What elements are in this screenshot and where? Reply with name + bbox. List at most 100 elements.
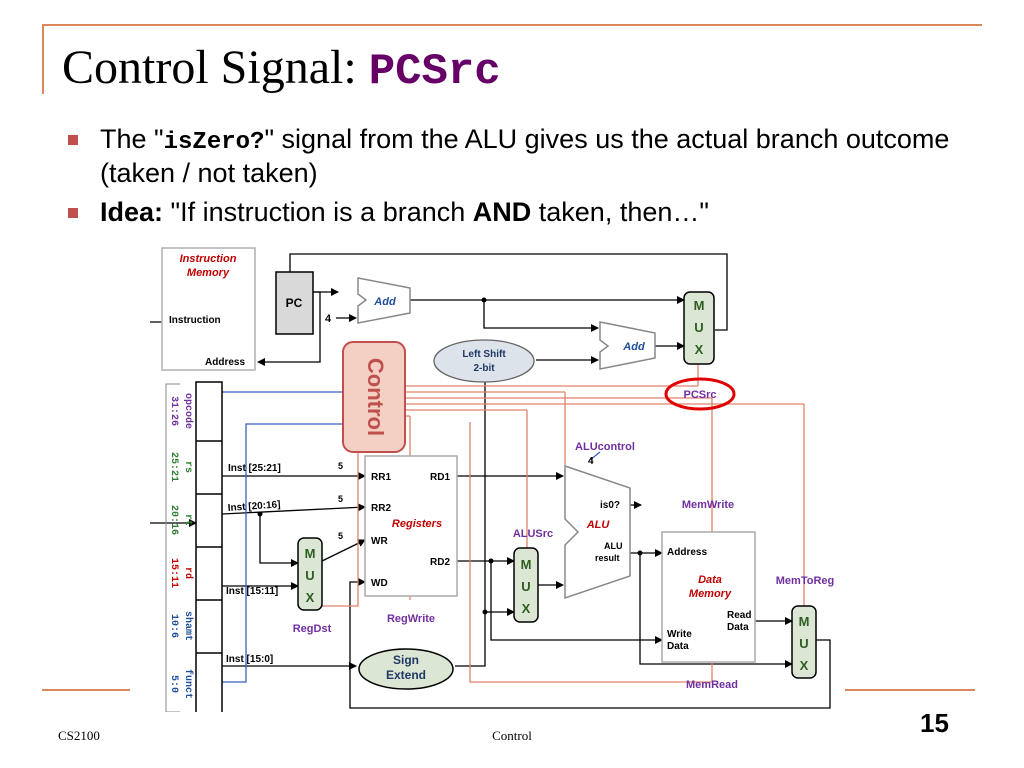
control-unit	[342, 341, 406, 453]
data-memory-label-line1: Data	[698, 574, 722, 586]
field-name-rt: rt	[182, 514, 193, 526]
bullet-1-post: " signal from the ALU gives us the actua…	[100, 124, 950, 188]
regdst-mux	[297, 537, 323, 611]
alu-unit	[564, 464, 631, 600]
bus-width-rr2: 5	[338, 494, 343, 504]
bottom-rule-left	[42, 689, 130, 691]
alucontrol-bits-label: 4	[588, 456, 594, 467]
alusrc-mux-x: X	[522, 601, 531, 616]
is0-label: is0?	[600, 500, 620, 511]
data-memory	[661, 531, 756, 663]
instruction-field-labels: opcode31:26rs25:21rt20:16rd15:11shamt10:…	[168, 393, 194, 699]
instruction-memory-box	[161, 247, 256, 371]
regwrite-label: RegWrite	[387, 613, 435, 625]
bullet-square-icon	[68, 208, 78, 218]
footer-topic: Control	[492, 728, 532, 743]
inst-25-21-label: Inst [25:21]	[228, 463, 281, 474]
alu-label: ALU	[586, 519, 611, 531]
alucontrol-label: ALUcontrol	[575, 441, 635, 453]
memtoreg-label: MemToReg	[776, 575, 834, 587]
bullet-1-code: isZero?	[163, 129, 265, 156]
data-memory-label-line2: Memory	[689, 588, 732, 600]
left-rule	[42, 24, 44, 94]
instruction-fields-column	[165, 381, 223, 712]
wr-port-label: WR	[371, 536, 388, 547]
regdst-mux-m: M	[305, 546, 316, 561]
bullet-2-bold-and: AND	[472, 197, 532, 227]
memtoreg-mux	[791, 605, 817, 679]
rr1-port-label: RR1	[371, 472, 391, 483]
regdst-label: RegDst	[293, 623, 332, 635]
field-name-shamt: shamt	[182, 611, 194, 641]
sign-extend-unit	[358, 648, 454, 690]
alu-result-label-line2: result	[595, 553, 620, 563]
memtoreg-mux-m: M	[799, 614, 810, 629]
dm-address-port-label: Address	[667, 547, 707, 558]
pc-adder	[357, 277, 411, 324]
pcsrc-highlight-circle	[664, 377, 736, 411]
pc-adder-label: Add	[373, 296, 396, 308]
alu-result-label-line1: ALU	[604, 541, 623, 551]
field-name-rd: rd	[182, 567, 194, 579]
field-bits-shamt: 10:6	[168, 614, 179, 638]
left-shift-label-line1: Left Shift	[462, 349, 506, 360]
instruction-port-label: Instruction	[169, 315, 221, 326]
const-four-label: 4	[325, 313, 332, 325]
field-bits-funct: 5:0	[168, 675, 179, 693]
datapath-diagram: Instruction Memory Instruction Address P…	[150, 247, 834, 712]
wd-port-label: WD	[371, 578, 388, 589]
address-port-label: Address	[205, 357, 245, 368]
field-name-funct: funct	[182, 669, 194, 699]
top-rule	[42, 24, 982, 26]
field-bits-rt: 20:16	[168, 505, 179, 535]
title-code: PCSrc	[368, 47, 501, 97]
instruction-memory-label-line2: Memory	[187, 267, 230, 279]
alusrc-label: ALUSrc	[513, 528, 553, 540]
alusrc-mux-m: M	[521, 557, 532, 572]
sign-extend-label-line1: Sign	[393, 653, 419, 667]
bullet-2-mid: "If instruction is a branch	[163, 197, 473, 227]
inst-15-0-label: Inst [15:0]	[226, 654, 273, 665]
registers-label: Registers	[392, 518, 442, 530]
pc-mux-m: M	[694, 298, 705, 313]
memwrite-label: MemWrite	[682, 499, 734, 511]
pc-mux	[683, 291, 715, 365]
pc-mux-x: X	[695, 342, 704, 357]
read-data-label-line2: Data	[727, 622, 749, 633]
memtoreg-mux-x: X	[800, 658, 809, 673]
rd2-port-label: RD2	[430, 557, 450, 568]
alusrc-mux-u: U	[521, 579, 530, 594]
rd1-port-label: RD1	[430, 472, 450, 483]
field-name-rs: rs	[182, 461, 193, 473]
pcsrc-label: PCSrc	[683, 389, 716, 401]
bullet-2-post: taken, then…"	[531, 197, 709, 227]
bullet-2-bold-idea: Idea:	[100, 197, 164, 227]
write-data-label-line1: Write	[667, 629, 692, 640]
memtoreg-mux-u: U	[799, 636, 808, 651]
pc-register	[275, 271, 314, 335]
bus-width-rr1: 5	[338, 461, 343, 471]
bullet-square-icon	[68, 135, 78, 145]
inst-15-11-label: Inst [15:11]	[226, 586, 278, 597]
bus-width-wr: 5	[338, 531, 343, 541]
pc-mux-u: U	[694, 320, 703, 335]
pc-label: PC	[286, 296, 303, 310]
left-shift-unit	[433, 339, 535, 383]
regdst-mux-u: U	[305, 568, 314, 583]
instruction-memory-label-line1: Instruction	[180, 253, 237, 265]
register-file	[364, 455, 458, 597]
control-label: Control	[363, 358, 388, 436]
title-prefix: Control Signal:	[62, 41, 369, 94]
branch-adder	[599, 321, 656, 370]
write-data-label-line2: Data	[667, 641, 689, 652]
page-number: 15	[920, 708, 949, 738]
slide-title: Control Signal: PCSrc	[62, 40, 501, 97]
read-data-label-line1: Read	[727, 610, 751, 621]
regdst-mux-x: X	[306, 590, 315, 605]
rr2-port-label: RR2	[371, 503, 391, 514]
branch-adder-label: Add	[622, 341, 645, 353]
bottom-rule-right	[845, 689, 975, 691]
field-bits-rs: 25:21	[168, 452, 179, 482]
left-shift-label-line2: 2-bit	[473, 363, 495, 374]
footer-course: CS2100	[58, 728, 100, 743]
